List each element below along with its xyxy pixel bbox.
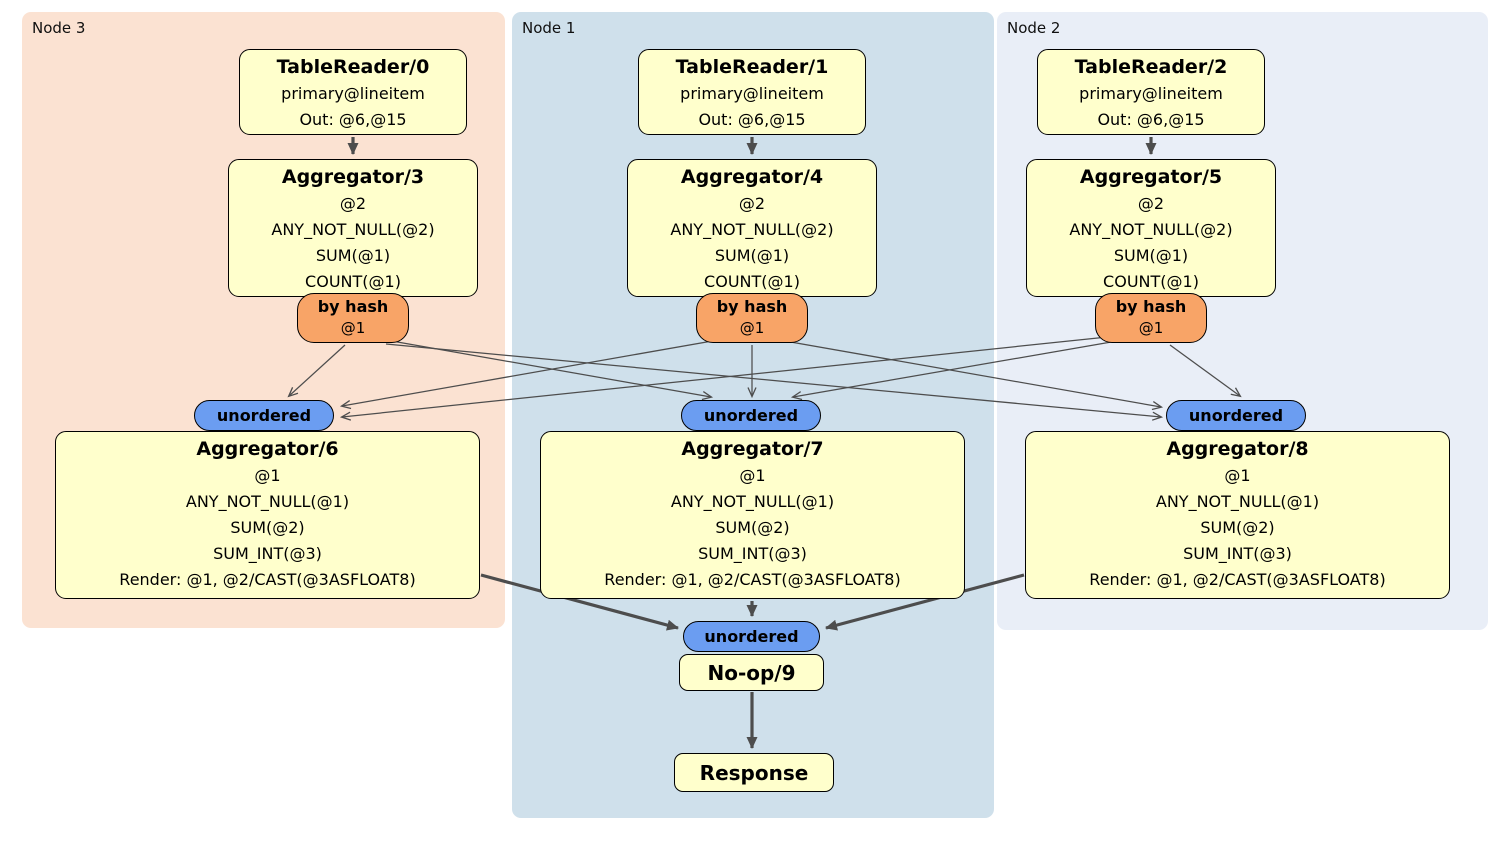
stream-unordered-7: unordered <box>681 400 821 431</box>
processor-detail: ANY_NOT_NULL(@2) <box>670 220 834 239</box>
processor-aggregator-7: Aggregator/7 @1 ANY_NOT_NULL(@1) SUM(@2)… <box>540 431 965 599</box>
edge-agg6-uc <box>480 573 679 631</box>
edge-bh4-u8 <box>784 340 1164 411</box>
processor-detail: ANY_NOT_NULL(@1) <box>670 492 835 511</box>
processor-detail: SUM_INT(@3) <box>213 544 322 563</box>
processor-detail: SUM(@1) <box>1113 246 1189 265</box>
edge-bh5-u6 <box>339 335 1118 421</box>
response-title: Response <box>699 760 809 785</box>
processor-aggregator-4: Aggregator/4 @2 ANY_NOT_NULL(@2) SUM(@1)… <box>627 159 877 297</box>
processor-title: TableReader/1 <box>675 56 829 78</box>
processor-detail: Out: @6,@15 <box>299 110 407 129</box>
processor-title: No-op/9 <box>707 660 796 685</box>
router-label: by hash <box>1115 297 1187 316</box>
stream-unordered-8: unordered <box>1166 400 1306 431</box>
router-label: by hash <box>317 297 389 316</box>
processor-detail: @1 <box>1224 466 1251 485</box>
router-columns: @1 <box>739 319 765 337</box>
edge-bh3-u8 <box>385 343 1164 421</box>
processor-title: Aggregator/8 <box>1166 438 1309 460</box>
router-by-hash-5: by hash @1 <box>1095 293 1207 343</box>
processor-detail: SUM_INT(@3) <box>698 544 807 563</box>
processor-detail: COUNT(@1) <box>1103 272 1199 291</box>
processor-detail: SUM(@1) <box>315 246 391 265</box>
processor-detail: Out: @6,@15 <box>698 110 806 129</box>
processor-tablereader-2: TableReader/2 primary@lineitem Out: @6,@… <box>1037 49 1265 135</box>
processor-title: Aggregator/3 <box>281 166 425 188</box>
processor-detail: @2 <box>1137 194 1165 213</box>
router-by-hash-3: by hash @1 <box>297 293 409 343</box>
stream-label: unordered <box>216 406 312 425</box>
panel-node-3-label: Node 3 <box>32 19 86 37</box>
processor-detail: ANY_NOT_NULL(@2) <box>271 220 435 239</box>
stream-unordered-6: unordered <box>194 400 334 431</box>
router-label: by hash <box>716 297 788 316</box>
processor-detail: ANY_NOT_NULL(@1) <box>185 492 350 511</box>
processor-detail: @1 <box>254 466 281 485</box>
stream-unordered-final: unordered <box>683 621 820 652</box>
processor-detail: @2 <box>738 194 766 213</box>
processor-title: TableReader/0 <box>276 56 430 78</box>
processor-detail: Render: @1, @2/CAST(@3ASFLOAT8) <box>1089 570 1386 589</box>
processor-detail: SUM_INT(@3) <box>1183 544 1292 563</box>
processor-detail: primary@lineitem <box>1079 84 1223 103</box>
panel-node-2-label: Node 2 <box>1007 19 1061 37</box>
edge-bh5-u8 <box>1169 344 1242 398</box>
processor-tablereader-0: TableReader/0 primary@lineitem Out: @6,@… <box>239 49 467 135</box>
response-box: Response <box>674 753 834 792</box>
processor-detail: SUM(@2) <box>1200 518 1275 537</box>
edge-bh4-u6 <box>339 339 719 410</box>
processor-detail: Out: @6,@15 <box>1097 110 1205 129</box>
processor-detail: primary@lineitem <box>680 84 824 103</box>
processor-noop-9: No-op/9 <box>679 654 824 691</box>
processor-aggregator-3: Aggregator/3 @2 ANY_NOT_NULL(@2) SUM(@1)… <box>228 159 478 297</box>
processor-detail: SUM(@2) <box>715 518 790 537</box>
processor-title: Aggregator/6 <box>196 438 339 460</box>
stream-label: unordered <box>703 406 799 425</box>
processor-title: Aggregator/4 <box>680 166 824 188</box>
processor-detail: Render: @1, @2/CAST(@3ASFLOAT8) <box>119 570 416 589</box>
stream-label: unordered <box>704 627 799 646</box>
processor-detail: ANY_NOT_NULL(@2) <box>1069 220 1233 239</box>
edge-agg8-uc <box>825 573 1025 631</box>
processor-aggregator-8: Aggregator/8 @1 ANY_NOT_NULL(@1) SUM(@2)… <box>1025 431 1450 599</box>
panel-node-1-label: Node 1 <box>522 19 576 37</box>
processor-detail: COUNT(@1) <box>305 272 401 291</box>
processor-detail: ANY_NOT_NULL(@1) <box>1155 492 1320 511</box>
processor-aggregator-5: Aggregator/5 @2 ANY_NOT_NULL(@2) SUM(@1)… <box>1026 159 1276 297</box>
stream-label: unordered <box>1188 406 1284 425</box>
router-by-hash-4: by hash @1 <box>696 293 808 343</box>
processor-tablereader-1: TableReader/1 primary@lineitem Out: @6,@… <box>638 49 866 135</box>
processor-title: Aggregator/7 <box>681 438 824 460</box>
processor-detail: SUM(@2) <box>230 518 305 537</box>
processor-detail: primary@lineitem <box>281 84 425 103</box>
processor-aggregator-6: Aggregator/6 @1 ANY_NOT_NULL(@1) SUM(@2)… <box>55 431 480 599</box>
processor-detail: @2 <box>339 194 367 213</box>
router-columns: @1 <box>340 319 366 337</box>
processor-detail: @1 <box>739 466 766 485</box>
edge-bh5-u7 <box>790 340 1118 401</box>
processor-title: Aggregator/5 <box>1079 166 1223 188</box>
router-columns: @1 <box>1138 319 1164 337</box>
processor-detail: SUM(@1) <box>714 246 790 265</box>
processor-title: TableReader/2 <box>1074 56 1228 78</box>
edge-bh3-u6 <box>287 344 346 398</box>
processor-detail: Render: @1, @2/CAST(@3ASFLOAT8) <box>604 570 901 589</box>
processor-detail: COUNT(@1) <box>704 272 800 291</box>
